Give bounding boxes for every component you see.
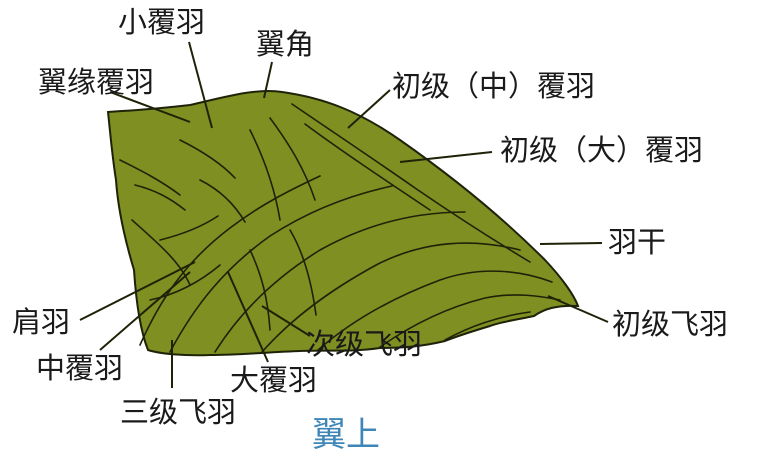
label-alula: 翼角 — [256, 27, 315, 61]
caption: 翼上 — [312, 415, 380, 455]
feather-lines — [119, 103, 561, 353]
label-lesser-coverts: 小覆羽 — [118, 5, 206, 39]
label-shaft: 羽干 — [608, 225, 667, 259]
label-secondaries: 次级飞羽 — [306, 327, 423, 361]
label-primaries: 初级飞羽 — [612, 307, 729, 341]
label-primary-middle-coverts: 初级（中）覆羽 — [392, 69, 596, 103]
wing-shape — [106, 90, 580, 357]
label-scapulars: 肩羽 — [12, 305, 71, 339]
label-primary-greater-coverts: 初级（大）覆羽 — [500, 133, 704, 167]
leader-lines — [79, 41, 609, 388]
label-median-coverts: 中覆羽 — [36, 351, 124, 385]
label-tertials: 三级飞羽 — [120, 395, 237, 429]
label-greater-coverts: 大覆羽 — [230, 363, 318, 397]
label-marginal-coverts: 翼缘覆羽 — [38, 65, 155, 99]
